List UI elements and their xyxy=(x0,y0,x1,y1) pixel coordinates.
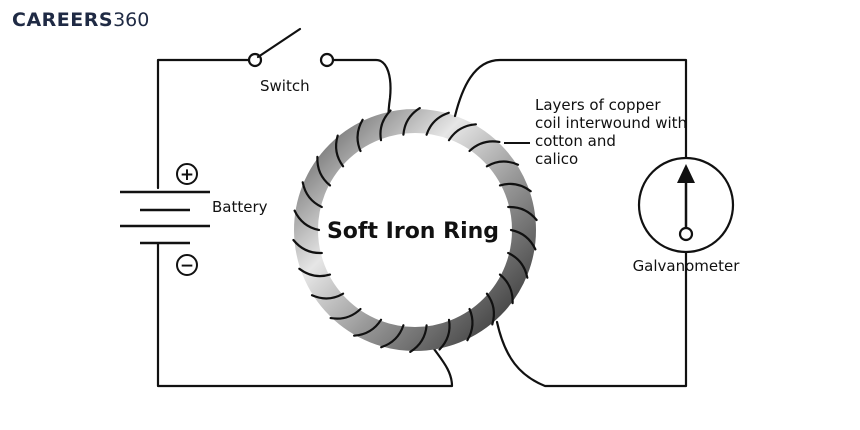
brand-logo: CAREERS360 xyxy=(12,9,149,31)
galvanometer xyxy=(637,156,735,254)
coil-turn xyxy=(356,118,364,153)
coil-turn xyxy=(509,228,537,251)
coil-turn xyxy=(298,267,332,278)
coil-turn xyxy=(292,238,323,255)
coil-turn xyxy=(485,292,495,326)
coil-turn xyxy=(293,209,321,232)
coil-turn xyxy=(379,109,392,142)
coil-note-line-1: Layers of copper xyxy=(535,96,661,114)
coil-note-line-3: cotton and xyxy=(535,132,616,150)
coil-windings xyxy=(292,107,538,353)
minus-sign: − xyxy=(180,256,194,276)
coil-turn xyxy=(485,160,520,168)
coil-turn xyxy=(310,292,345,300)
switch-terminal-right xyxy=(319,52,335,68)
primary-wire-top-left xyxy=(156,58,252,190)
coil-turn xyxy=(316,155,332,187)
plus-sign: + xyxy=(180,165,194,185)
coil-turn xyxy=(498,273,514,305)
secondary-wire-top xyxy=(453,58,688,160)
coil-turn xyxy=(425,111,450,136)
galvanometer-label: Galvanometer xyxy=(633,257,741,275)
positive-terminal-icon xyxy=(176,163,198,185)
soft-iron-ring xyxy=(292,107,538,353)
coil-turn xyxy=(409,324,428,353)
coil-turn xyxy=(447,123,477,142)
coil-turn xyxy=(438,318,451,351)
coil-turn xyxy=(329,307,362,320)
coil-note-line-4: calico xyxy=(535,150,578,168)
logo-word: CAREERS xyxy=(12,9,113,31)
coil-turn xyxy=(335,134,345,168)
switch-lever xyxy=(256,27,302,59)
secondary-circuit xyxy=(453,58,688,388)
needle-arrow-icon xyxy=(677,164,695,183)
coil-turn xyxy=(507,205,538,222)
coil-note: Layers of copper coil interwound with co… xyxy=(535,96,687,168)
coil-turn xyxy=(353,318,383,337)
battery-label: Battery xyxy=(212,198,268,216)
coil-turn xyxy=(301,181,323,209)
negative-terminal-icon xyxy=(176,254,198,276)
switch xyxy=(247,27,335,68)
coil-turn xyxy=(507,251,529,279)
ring-label: Soft Iron Ring xyxy=(327,219,499,244)
ring-body xyxy=(294,109,536,351)
primary-wire-bottom xyxy=(156,242,454,388)
secondary-wire-bottom xyxy=(495,250,688,388)
switch-label: Switch xyxy=(260,77,310,95)
logo-number: 360 xyxy=(113,9,149,31)
coil-turn xyxy=(498,182,532,193)
coil-turn xyxy=(402,107,421,136)
battery: + − xyxy=(120,163,210,276)
logo-text: CAREERS360 xyxy=(12,9,149,31)
coil-turn xyxy=(468,140,501,153)
needle-pivot xyxy=(678,226,694,242)
coil-turn xyxy=(380,324,405,349)
coil-note-line-2: coil interwound with xyxy=(535,114,687,132)
coil-turn xyxy=(466,307,474,342)
